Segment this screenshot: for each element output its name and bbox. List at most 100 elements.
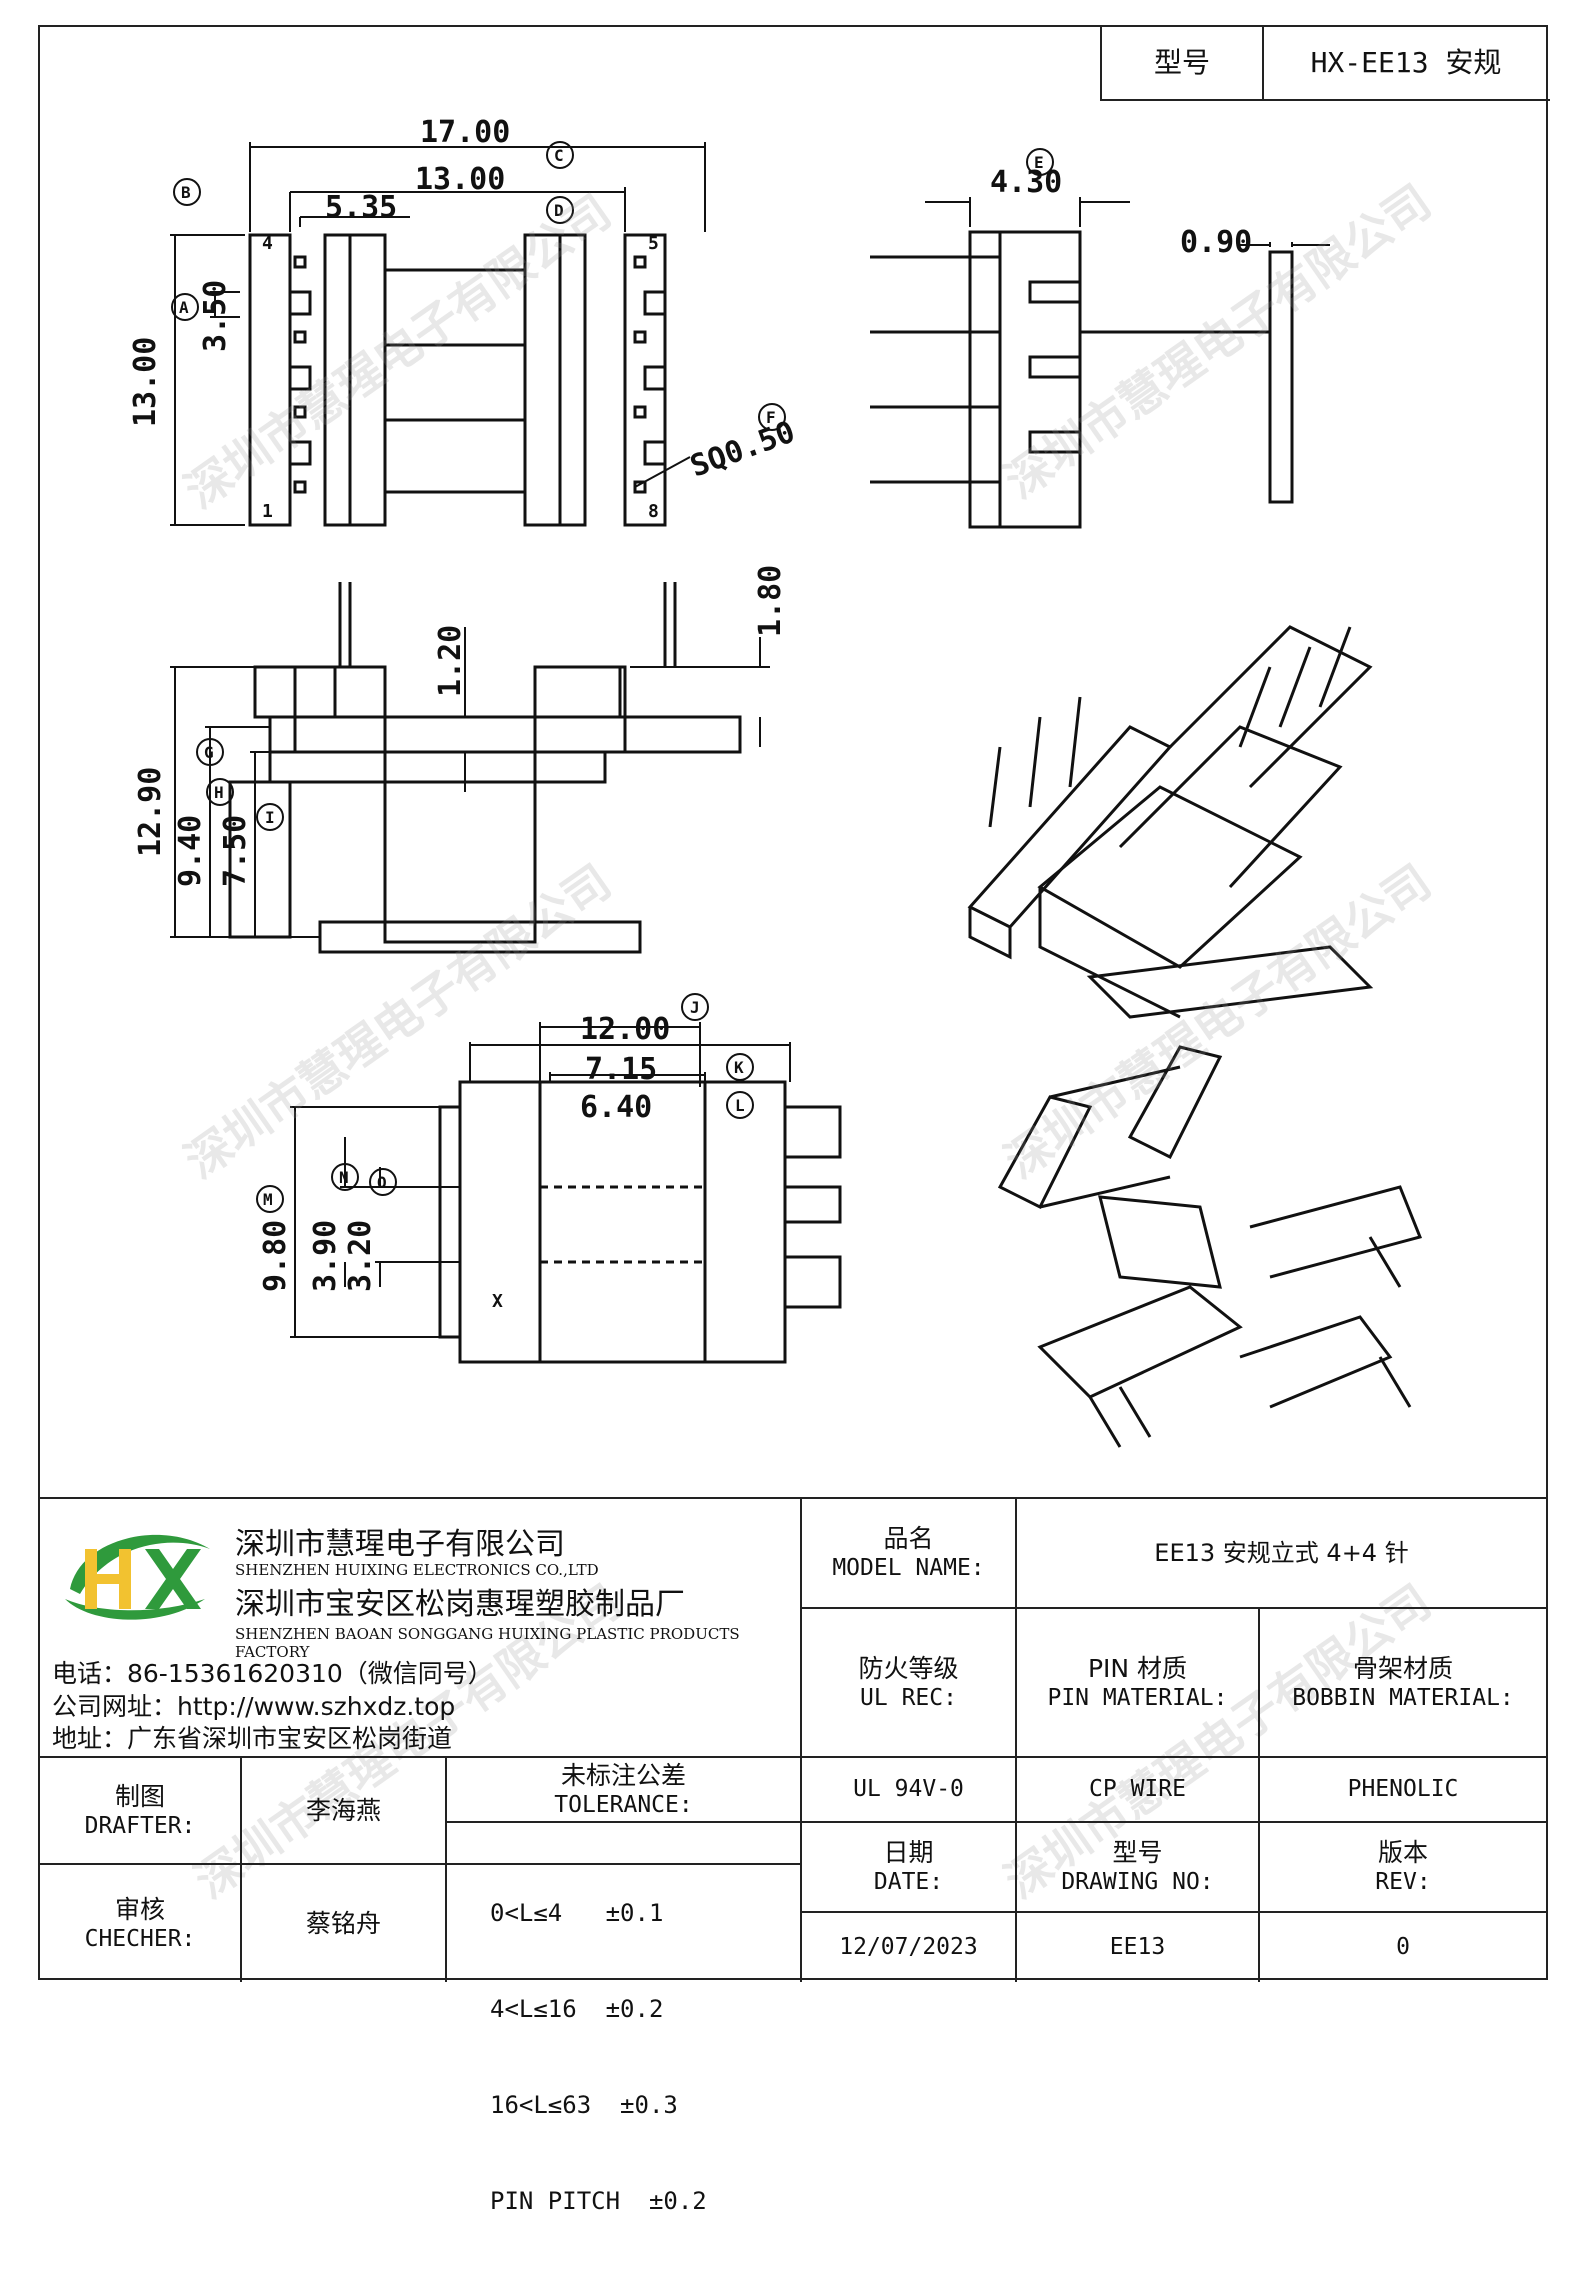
bobbin-material-label: 骨架材质 BOBBIN MATERIAL: [1260, 1609, 1546, 1756]
company-website: 公司网址：http://www.szhxdz.top [52, 1692, 456, 1721]
drafter-value: 李海燕 [305, 1795, 381, 1825]
dim-top-width: 17.00 [420, 115, 510, 150]
isometric-view-assembled [967, 625, 1374, 1019]
drawing-no-value: EE13 [1109, 1934, 1166, 1961]
model-name-cn: 品名 [883, 1524, 934, 1553]
bobbin-material-cn: 骨架材质 [1352, 1653, 1453, 1683]
dim-front-h2: 9.40 [173, 815, 208, 887]
tolerance-line: 16<L≤63 ±0.3 [490, 2091, 678, 2119]
dim-pin-dia: 0.90 [1180, 225, 1252, 260]
dim-pin-offset: 5.35 [325, 190, 397, 225]
fire-rating-value: UL 94V-0 [853, 1776, 964, 1803]
drafter-label: 制图 DRAFTER: [40, 1758, 240, 1863]
side-view [870, 197, 1330, 529]
pin-label-8: 8 [648, 501, 659, 522]
header-model-label: 型号 [1102, 25, 1264, 99]
tolerance-table: 0<L≤4 ±0.1 4<L≤16 ±0.2 16<L≤63 ±0.3 PIN … [490, 1833, 790, 2281]
rev-cn: 版本 [1377, 1838, 1428, 1867]
bottom-x-mark: X [492, 1291, 503, 1312]
label-d: D [554, 201, 564, 220]
pin-material-en: PIN MATERIAL: [1047, 1684, 1228, 1711]
date-cn: 日期 [883, 1838, 934, 1867]
rev-en: REV: [1375, 1869, 1431, 1896]
pin-label-1: 1 [262, 501, 273, 522]
date-value: 12/07/2023 [839, 1934, 978, 1961]
label-m: M [263, 1190, 273, 1209]
checker-value: 蔡铭舟 [305, 1908, 381, 1938]
header-model-box: 型号 HX-EE13 安规 [1100, 25, 1550, 101]
dim-slot: 3.50 [198, 280, 233, 352]
label-f: F [766, 408, 776, 427]
fire-rating-cn: 防火等级 [858, 1653, 959, 1683]
drawing-no-en: DRAWING NO: [1061, 1869, 1214, 1896]
checker-cn: 审核 [114, 1894, 165, 1924]
dim-height: 13.00 [128, 337, 163, 427]
company-name-cn: 深圳市慧瑆电子有限公司 [235, 1527, 565, 1562]
company-logo [65, 1534, 210, 1620]
model-name-en: MODEL NAME: [832, 1555, 985, 1582]
bobbin-material-en: BOBBIN MATERIAL: [1292, 1684, 1514, 1711]
tolerance-line: PIN PITCH ±0.2 [490, 2187, 707, 2215]
tolerance-en: TOLERANCE: [554, 1791, 693, 1818]
drafter-en: DRAFTER: [84, 1812, 196, 1839]
dim-bottom-w3: 6.40 [580, 1090, 652, 1125]
bottom-view [290, 1022, 842, 1364]
date-label: 日期 DATE: [802, 1823, 1015, 1911]
fire-rating-label: 防火等级 UL REC: [802, 1609, 1015, 1756]
technical-drawing: 17.00 13.00 5.35 13.00 3.50 SQ0.50 4.30 … [128, 115, 1423, 1448]
label-h: H [214, 783, 224, 802]
checker-en: CHECHER: [84, 1925, 196, 1952]
pin-material-label: PIN 材质 PIN MATERIAL: [1017, 1609, 1258, 1756]
factory-name-cn: 深圳市宝安区松岗惠瑆塑胶制品厂 [235, 1587, 685, 1622]
dim-bottom-h3: 3.20 [343, 1220, 378, 1292]
rev-value: 0 [1396, 1934, 1410, 1961]
isometric-view-exploded [997, 1045, 1423, 1448]
model-name-value: EE13 安规立式 4+4 针 [1154, 1539, 1409, 1567]
rev-label: 版本 REV: [1260, 1823, 1546, 1911]
drawing-no-label: 型号 DRAWING NO: [1017, 1823, 1258, 1911]
label-g: G [204, 743, 214, 762]
bobbin-material-value: PHENOLIC [1347, 1776, 1459, 1803]
label-i: I [265, 808, 275, 827]
dim-side-width: 4.30 [990, 165, 1062, 200]
factory-name-en: SHENZHEN BAOAN SONGGANG HUIXING PLASTIC … [235, 1625, 740, 1661]
company-block: HX 深圳市慧瑆电子有限公司 SHENZHEN HUIXING ELECTRON… [40, 1499, 800, 1756]
label-o: O [377, 1173, 387, 1192]
pin-label-5: 5 [648, 233, 659, 254]
model-name-label: 品名 MODEL NAME: [802, 1499, 1015, 1607]
label-k: K [734, 1058, 744, 1077]
dim-bottom-w2: 7.15 [585, 1052, 657, 1087]
tolerance-label: 未标注公差 TOLERANCE: [447, 1758, 800, 1821]
label-e: E [1034, 153, 1044, 172]
company-phone: 电话：86-15361620310（微信同号） [52, 1659, 493, 1688]
drafter-cn: 制图 [114, 1781, 165, 1811]
label-j: J [690, 998, 700, 1017]
pin-label-4: 4 [262, 233, 273, 254]
dim-front-h1: 12.90 [133, 767, 168, 857]
label-b: B [181, 183, 191, 202]
tolerance-line: 0<L≤4 ±0.1 [490, 1899, 664, 1927]
drawing-sheet: 型号 HX-EE13 安规 [38, 25, 1550, 2215]
front-view [170, 582, 770, 954]
label-n: N [339, 1168, 349, 1187]
label-a: A [179, 298, 189, 317]
header-model-value: HX-EE13 安规 [1310, 45, 1502, 79]
top-view [170, 142, 706, 527]
date-en: DATE: [873, 1869, 944, 1896]
label-c: C [554, 146, 564, 165]
company-name-en: SHENZHEN HUIXING ELECTRONICS CO.,LTD [235, 1561, 599, 1579]
company-address: 地址：广东省深圳市宝安区松岗街道 [52, 1724, 453, 1753]
dim-bottom-w: 12.00 [580, 1012, 670, 1047]
fire-rating-en: UL REC: [860, 1684, 957, 1711]
dim-bottom-h2: 3.90 [308, 1220, 343, 1292]
title-block: HX 深圳市慧瑆电子有限公司 SHENZHEN HUIXING ELECTRON… [40, 1497, 1546, 2215]
dim-top-inner: 13.00 [415, 162, 505, 197]
tolerance-cn: 未标注公差 [560, 1760, 686, 1790]
dim-front-h3: 7.50 [218, 815, 253, 887]
dim-bottom-h: 9.80 [258, 1220, 293, 1292]
dim-front-t: 1.20 [433, 625, 468, 697]
label-l: L [735, 1096, 745, 1115]
pin-material-value: CP WIRE [1089, 1776, 1186, 1803]
pin-material-cn: PIN 材质 [1087, 1653, 1188, 1683]
tolerance-line: 4<L≤16 ±0.2 [490, 1995, 664, 2023]
